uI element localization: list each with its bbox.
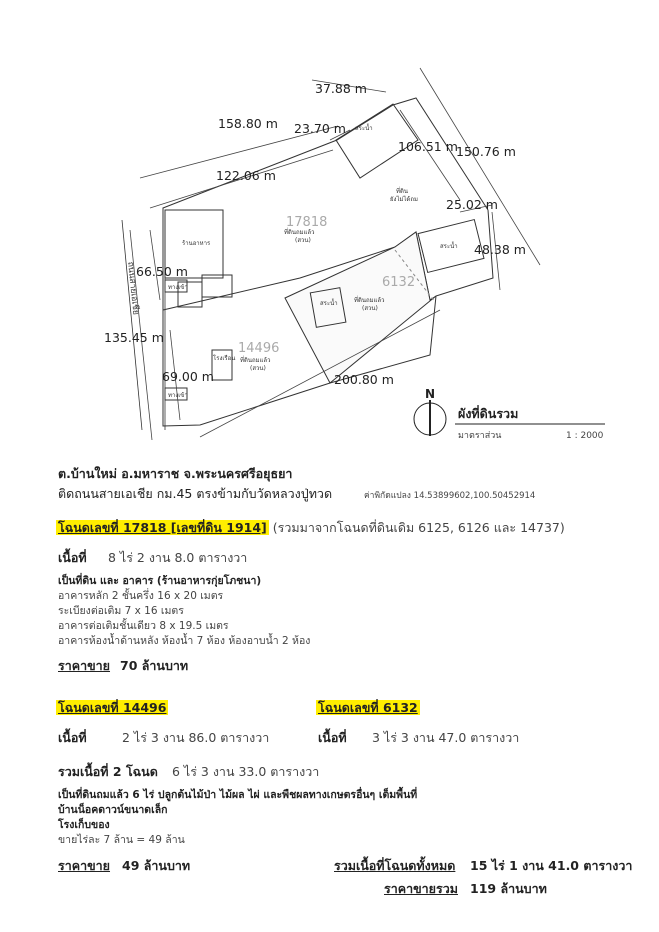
garden-label-17818: (สวน) (295, 237, 311, 244)
dim-122: 122.06 m (216, 168, 276, 183)
deed1-desc-4: อาคารห้องน้ำด้านหลัง ห้องน้ำ 7 ห้อง ห้อง… (58, 635, 311, 647)
shed-block (201, 274, 233, 298)
dim-106: 106.51 m (398, 139, 458, 154)
location-line2: ติดถนนสายเอเชีย กม.45 ตรงข้ามกับวัดหลวงป… (58, 486, 333, 501)
entry-label-bottom: ทางเข้า (168, 392, 188, 399)
coordinates: ค่าพิกัดแปลง 14.53899602,100.50452914 (364, 491, 536, 501)
pond-label-middle: สระน้ำ (320, 297, 338, 307)
deed1-desc-1: อาคารหลัก 2 ชั้นครึ่ง 16 x 20 เมตร (58, 590, 224, 602)
deed1-title: โฉนดเลขที่ 17818 [เลขที่ดิน 1914] (56, 520, 269, 535)
pond-right (417, 218, 485, 274)
plot-number-17818: 17818 (286, 215, 327, 230)
location-line1: ต.บ้านใหม่ อ.มหาราช จ.พระนครศรีอยุธยา (58, 466, 293, 481)
entry-label-top: ทางเข้า (168, 284, 188, 291)
dim-37: 37.88 m (315, 81, 367, 96)
deed1-desc-title: เป็นที่ดิน และ อาคาร (ร้านอาหารกุ่ยโภชนา… (58, 575, 262, 587)
deed3-heading: โฉนดเลขที่ 6132 (316, 698, 420, 718)
entry-bottom (164, 387, 188, 401)
factory-label: โรงเรือน (213, 354, 235, 362)
dim-135: 135.45 m (104, 330, 164, 345)
total-price: 119 ล้านบาท (470, 881, 547, 896)
deed1-heading: โฉนดเลขที่ 17818 [เลขที่ดิน 1914] (รวมมา… (56, 518, 565, 538)
deed1-price-label: ราคาขาย (58, 658, 111, 673)
empty-land-sub-label: ยังไม่ได้ถม (390, 195, 418, 203)
empty-land-label: ที่ดิน (396, 187, 408, 195)
combined-desc-2: บ้านน็อคดาวน์ขนาดเล็ก (58, 804, 168, 816)
dim-158: 158.80 m (218, 116, 278, 131)
north-arrow-icon: N (425, 387, 435, 401)
deed1-area-label: เนื้อที่ (58, 550, 87, 565)
deed1-desc-3: อาคารต่อเติมชั้นเดียว 8 x 19.5 เมตร (58, 620, 229, 632)
small-building (211, 349, 233, 381)
total-area: 15 ไร่ 1 งาน 41.0 ตารางวา (470, 858, 633, 873)
deed1-price: 70 ล้านบาท (120, 658, 189, 673)
pond-label-top: สระน้ำ (355, 122, 373, 132)
entry-top (164, 279, 188, 293)
dim-48: 48.38 m (474, 242, 526, 257)
combined-price-label: ราคาขาย (58, 858, 111, 873)
site-plan-map: 158.80 m 37.88 m 23.70 m 122.06 m 106.51… (104, 67, 605, 441)
filled-label-6132: ที่ดินถมแล้ว (354, 296, 385, 304)
deed1-note: (รวมมาจากโฉนดที่ดินเดิม 6125, 6126 และ 1… (272, 520, 565, 535)
deed2-area-label: เนื้อที่ (58, 730, 87, 745)
plot-number-14496: 14496 (238, 341, 279, 356)
land-boundary (162, 97, 494, 427)
combined-area-label: รวมเนื้อที่ 2 โฉนด (58, 764, 158, 779)
combined-price: 49 ล้านบาท (122, 858, 191, 873)
dim-69: 69.00 m (162, 369, 214, 384)
plot-6132-outline (284, 231, 437, 384)
garden-label-6132: (สวน) (362, 305, 378, 312)
dim-200: 200.80 m (334, 372, 394, 387)
deed1-area: 8 ไร่ 2 งาน 8.0 ตารางวา (108, 550, 248, 565)
dim-25: 25.02 m (446, 197, 498, 212)
pond-top (335, 103, 419, 179)
filled-label-17818: ที่ดินถมแล้ว (284, 228, 315, 236)
deed2-title: โฉนดเลขที่ 14496 (56, 700, 169, 715)
legend-scale-value: 1 : 2000 (566, 431, 604, 441)
dim-150: 150.76 m (456, 144, 516, 159)
total-area-label: รวมเนื้อที่โฉนดทั้งหมด (334, 858, 456, 873)
deed2-area: 2 ไร่ 3 งาน 86.0 ตารางวา (122, 730, 270, 745)
dim-23: 23.70 m (294, 121, 346, 136)
combined-area: 6 ไร่ 3 งาน 33.0 ตารางวา (172, 764, 320, 779)
plot-number-6132: 6132 (382, 275, 415, 290)
pond-label-right: สระน้ำ (440, 240, 458, 250)
deed2-heading: โฉนดเลขที่ 14496 (56, 698, 169, 718)
restaurant-label: ร้านอาหาร (182, 240, 211, 247)
deed3-area: 3 ไร่ 3 งาน 47.0 ตารางวา (372, 730, 520, 745)
legend-title: ผังที่ดินรวม (458, 405, 518, 421)
deed3-title: โฉนดเลขที่ 6132 (316, 700, 420, 715)
combined-desc-4: ขายไร่ละ 7 ล้าน = 49 ล้าน (58, 834, 185, 846)
legend-scale-label: มาตราส่วน (458, 431, 501, 441)
dim-66: 66.50 m (136, 264, 188, 279)
pond-middle (309, 287, 347, 328)
garden-label-14496: (สวน) (250, 365, 266, 372)
combined-desc-3: โรงเก็บของ (58, 819, 110, 831)
combined-desc-1: เป็นที่ดินถมแล้ว 6 ไร่ ปลูกต้นไม้ป่า ไม้… (58, 789, 418, 801)
filled-label-14496: ที่ดินถมแล้ว (240, 356, 271, 364)
total-price-label: ราคาขายรวม (384, 881, 458, 896)
deed3-area-label: เนื้อที่ (318, 730, 347, 745)
deed1-desc-2: ระเบียงต่อเติม 7 x 16 เมตร (58, 605, 184, 617)
